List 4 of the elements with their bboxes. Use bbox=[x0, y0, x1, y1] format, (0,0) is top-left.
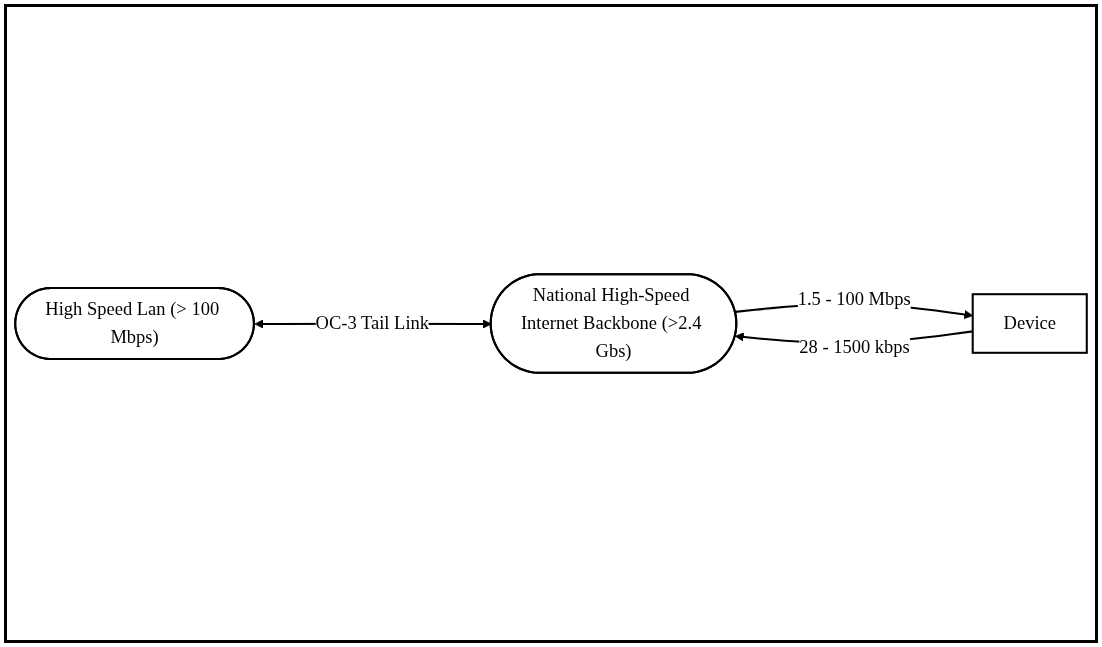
edge-label: 1.5 - 100 Mbps bbox=[797, 288, 911, 310]
node-box: Device bbox=[971, 293, 1088, 354]
edge-label: OC-3 Tail Link bbox=[315, 312, 430, 334]
edge-label: 28 - 1500 kbps bbox=[799, 336, 910, 358]
